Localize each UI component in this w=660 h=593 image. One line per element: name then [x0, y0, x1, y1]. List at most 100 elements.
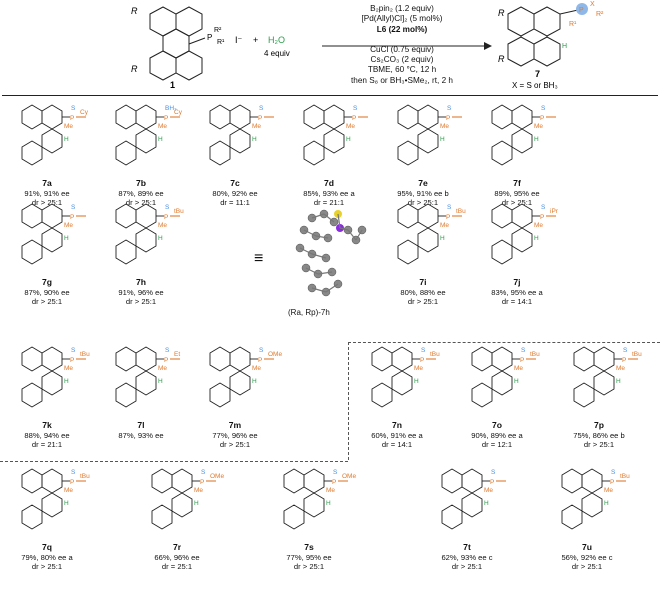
compound-id: 7f — [513, 178, 521, 188]
ring — [151, 468, 173, 494]
x-label: S — [71, 204, 76, 211]
x-label: S — [421, 347, 426, 354]
phosphorus-label: P — [540, 214, 544, 221]
equivalence-sign: ≡ — [254, 250, 264, 267]
water: H₂O — [268, 35, 285, 45]
ring — [303, 104, 325, 130]
reaction-scheme: R R P R² R¹ 1 I⁻ + H₂O 4 equiv P X R² R¹… — [0, 0, 660, 90]
ring — [115, 203, 137, 229]
substituent-label: OMe — [210, 473, 224, 480]
condition-line: L6 (22 mol%) — [376, 24, 428, 34]
compound-id: 7o — [491, 420, 503, 430]
dashed-divider-right — [348, 342, 660, 343]
methyl-label: Me — [158, 365, 167, 372]
ring — [283, 504, 305, 530]
dashed-divider-bottom — [0, 461, 348, 462]
substituent-label: OMe — [268, 351, 282, 358]
diastereomeric-ratio: dr > 25:1 — [571, 562, 603, 572]
compound-id: 7c — [230, 178, 240, 188]
ring — [209, 382, 231, 408]
phosphorus-label: P — [258, 115, 262, 122]
ring — [41, 128, 63, 154]
ring — [417, 203, 439, 229]
ring — [593, 370, 615, 396]
compound-id: 7j — [513, 277, 521, 287]
r-label-bottom: R — [131, 64, 138, 74]
compound-id: 7d — [323, 178, 335, 188]
methyl-label: Me — [194, 487, 203, 494]
compound-id: 7r — [172, 542, 182, 552]
phosphorus-label: P — [610, 479, 614, 486]
phosphorus-label: P — [200, 479, 204, 486]
ring — [21, 140, 43, 166]
x-label: S — [521, 347, 526, 354]
methyl-label: Me — [252, 123, 261, 130]
phosphorus-label: P — [446, 115, 450, 122]
condition-line: then S₈ or BH₃•SMe₂, rt, 2 h — [351, 75, 453, 85]
x-label: S — [71, 469, 76, 476]
ring — [41, 370, 63, 396]
diastereomeric-ratio: dr > 25:1 — [501, 198, 533, 208]
condition-line: CuCl (0.75 equiv) — [370, 44, 434, 54]
product-r-top: R — [498, 8, 505, 18]
hydrogen-label: H — [346, 136, 351, 143]
x-definition: X = S or BH₃ — [512, 81, 558, 90]
methyl-label: Me — [604, 487, 613, 494]
ring — [41, 227, 63, 253]
diastereomeric-ratio: dr > 25:1 — [31, 297, 63, 307]
substituent-label: tBu — [80, 351, 90, 358]
compound-id: 7e — [418, 178, 428, 188]
ring — [115, 104, 137, 130]
ring — [397, 203, 419, 229]
ring — [171, 492, 193, 518]
substituent-label: tBu — [620, 473, 630, 480]
phosphorus-label: P — [540, 115, 544, 122]
ring — [397, 140, 419, 166]
ring — [461, 468, 483, 494]
phosphorus-label: P — [70, 115, 74, 122]
phosphorus-label: P — [164, 214, 168, 221]
ring — [135, 346, 157, 372]
product-r2: R² — [596, 11, 604, 18]
ring — [491, 239, 513, 265]
product-structure — [507, 6, 579, 67]
x-label: S — [165, 204, 170, 211]
diastereomeric-ratio: dr > 25:1 — [219, 440, 251, 450]
substituent-label: tBu — [80, 473, 90, 480]
condition-line: B₂pin₂ (1.2 equiv) — [370, 4, 434, 13]
yield-ee: 79%, 80% ee a — [21, 552, 73, 562]
ring — [491, 203, 513, 229]
ring — [171, 468, 193, 494]
yield-ee: 77%, 95% ee — [286, 552, 332, 562]
hydrogen-label: H — [440, 235, 445, 242]
yield-ee: 85%, 93% ee a — [303, 188, 355, 198]
condition-line: [Pd(Allyl)Cl]₂ (5 mol%) — [361, 14, 443, 24]
substituent-label: tBu — [530, 351, 540, 358]
ring — [491, 346, 513, 372]
hydrogen-label: H — [194, 500, 199, 507]
substituent-label: Cy — [80, 109, 89, 116]
ring — [283, 468, 305, 494]
x-label: S — [491, 469, 496, 476]
ring — [417, 128, 439, 154]
condition-line: Cs₂CO₃ (2 equiv) — [370, 55, 434, 65]
ring — [21, 468, 43, 494]
methyl-label: Me — [64, 123, 73, 130]
sm-label: 1 — [170, 80, 175, 90]
